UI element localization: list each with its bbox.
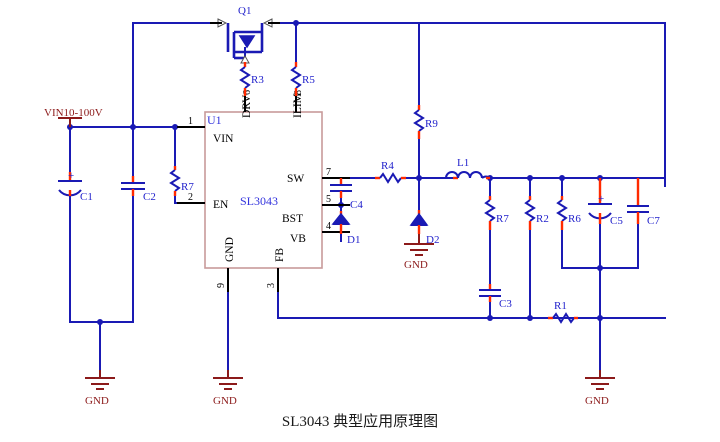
pin-num-5: 5 [326,194,331,205]
label-r9: R9 [425,118,438,130]
junction-dots [67,20,603,325]
mosfet-q1[interactable] [210,18,280,64]
resistor-r6[interactable] [556,196,568,230]
pin-name-sw: SW [287,173,304,185]
pin-num-7: 7 [326,167,331,178]
c5-polarity-plus: + [598,193,604,205]
ic-pin-leads [177,96,350,292]
ground-symbol-left [85,370,115,390]
power-port-vin [58,117,82,127]
pin-name-vb: VB [290,233,306,245]
label-r7-left: R7 [181,181,194,193]
pin-name-fb: FB [274,248,286,262]
pin-num-8: 8 [293,90,304,95]
pin-name-bst: BST [282,213,303,225]
gnd-label-mid: GND [404,259,428,271]
label-d1: D1 [347,234,360,246]
gnd-label-left: GND [85,395,109,407]
resistor-r3[interactable] [239,62,251,96]
pin-num-2: 2 [188,192,193,203]
wire-network [69,22,666,379]
gnd-label-right: GND [585,395,609,407]
label-r5: R5 [302,74,315,86]
label-c7: C7 [647,215,660,227]
pin-name-vin: VIN [213,133,234,145]
label-q1: Q1 [238,5,251,17]
capacitor-c2[interactable] [121,176,145,196]
pin-name-ilim: ILIM [292,93,304,118]
label-l1: L1 [457,157,469,169]
label-c4: C4 [350,199,363,211]
c1-polarity-plus: + [68,170,74,182]
capacitor-c5[interactable]: + [588,178,612,224]
ic-refdes: U1 [207,113,222,127]
ic-u1[interactable] [204,111,323,269]
diode-d1[interactable] [331,211,351,234]
pin-num-9: 9 [216,283,227,288]
label-c2: C2 [143,191,156,203]
capacitor-c3[interactable] [479,284,501,302]
label-c5: C5 [610,215,623,227]
capacitor-c4[interactable] [330,178,352,198]
resistor-r2[interactable] [524,196,536,230]
resistor-r5[interactable] [290,62,302,96]
capacitor-c7[interactable] [627,178,649,224]
resistor-r7-left[interactable] [169,166,181,196]
resistor-r4[interactable] [375,172,406,184]
ic-part-number: SL3043 [240,194,278,208]
label-r3: R3 [251,74,264,86]
ground-symbol-d2 [404,234,434,256]
capacitor-c1[interactable]: + [58,170,82,197]
resistor-r9[interactable] [413,105,425,139]
resistor-r7-right[interactable] [484,196,496,230]
pin-num-3: 3 [266,283,277,288]
pin-name-gnd: GND [224,237,236,262]
inductor-l1[interactable] [445,171,491,180]
figure-caption: SL3043 典型应用原理图 [281,414,439,430]
ground-symbol-right [585,370,615,390]
vin-label: VIN10-100V [44,107,103,119]
diode-d2[interactable] [409,210,429,234]
label-c1: C1 [80,191,93,203]
pin-name-drv: DRV [241,94,253,118]
label-r1: R1 [554,300,567,312]
gnd-label-center: GND [213,395,237,407]
label-r7-right: R7 [496,213,509,225]
pin-num-1: 1 [188,116,193,127]
label-r6: R6 [568,213,581,225]
resistor-r1[interactable] [548,312,578,324]
label-c3: C3 [499,298,512,310]
label-r2: R2 [536,213,549,225]
pin-name-en: EN [213,199,229,211]
label-r4: R4 [381,160,394,172]
pin-num-4: 4 [326,221,331,232]
pin-num-6: 6 [242,90,253,95]
ground-symbol-center [213,370,243,390]
